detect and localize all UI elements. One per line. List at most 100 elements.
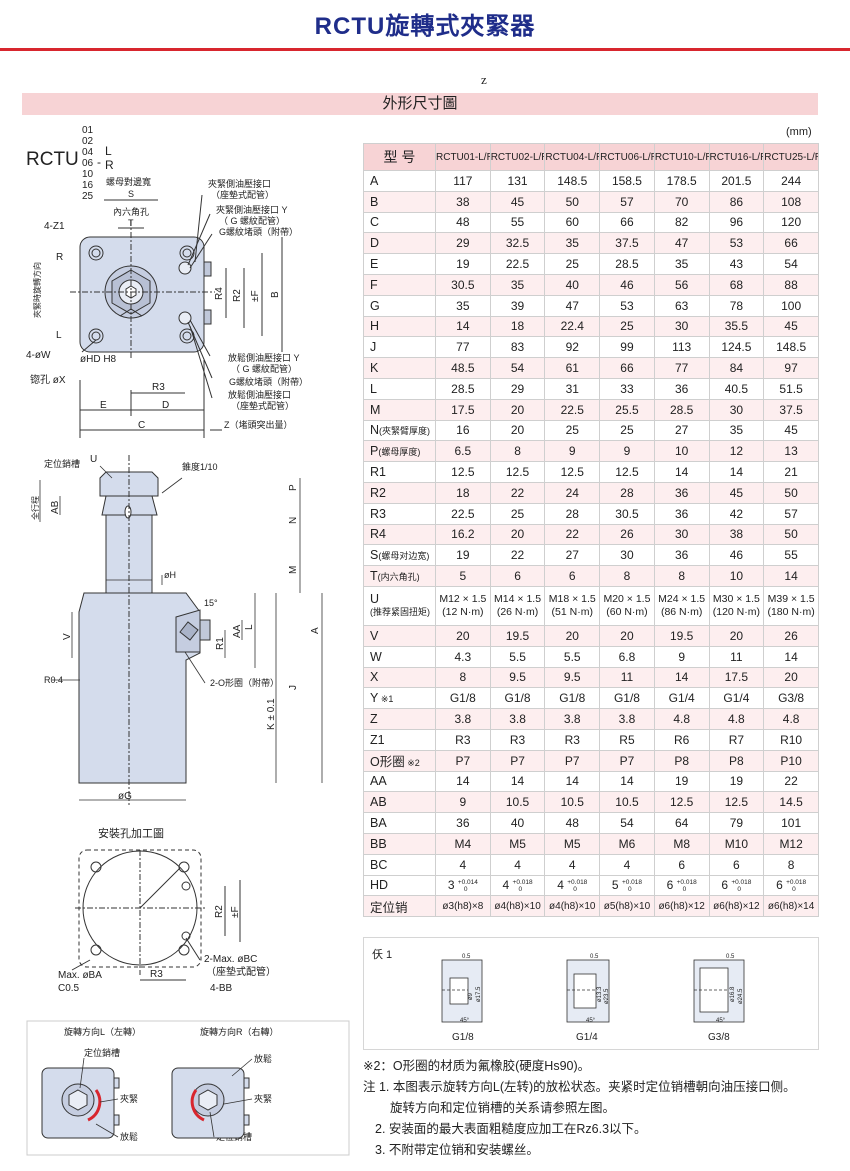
row-label: N(夾緊臂厚度) <box>363 419 436 442</box>
table-cell: M4 <box>435 832 491 855</box>
thread-details: 0.5 0.5 0.5 45° 45° 45° ø9 ø17.5 ø13.3 ø… <box>441 954 745 1024</box>
svg-text:øHD H8: øHD H8 <box>80 354 117 365</box>
row-label: K <box>363 357 436 379</box>
table-cell: 31 <box>544 377 601 400</box>
table-cell: 50 <box>763 523 819 546</box>
table-cell: 25 <box>544 419 601 442</box>
row-label: BA <box>363 812 436 834</box>
table-cell: 9 <box>653 645 710 668</box>
table-cell: 30 <box>653 523 710 546</box>
top-view-labels: 螺母對邊寬 S 內六角孔 T 夾緊側油壓接口 （座墊式配管） 夾緊側油壓接口 Y… <box>26 176 308 431</box>
table-cell: 158.5 <box>599 170 655 192</box>
table-cell: 25.5 <box>599 398 655 421</box>
table-cell: M12 <box>763 832 819 855</box>
thread-detail-box: 仸 1 0.5 0.5 0.5 45° 45° 45° ø9 ø17.5 ø13… <box>363 937 819 1050</box>
table-cell: ø3(h8)×8 <box>435 895 491 918</box>
table-cell: 12.5 <box>653 791 710 814</box>
table-cell: 117 <box>435 170 491 192</box>
table-corner: 型 号 <box>363 143 436 171</box>
table-cell: M8 <box>653 832 710 855</box>
table-cell: 86 <box>708 190 765 213</box>
model-col: RCTU06-L/R <box>599 143 655 171</box>
table-cell: 11 <box>708 645 765 668</box>
table-cell: 51.5 <box>763 377 819 400</box>
row-label: X <box>363 666 436 689</box>
svg-text:L: L <box>105 144 112 158</box>
table-cell: 12 <box>708 440 765 463</box>
table-cell: 54 <box>489 357 546 379</box>
svg-text:M: M <box>288 566 299 574</box>
table-cell: 22 <box>489 481 546 504</box>
rotation-diagrams <box>41 1067 250 1139</box>
svg-text:錐度1/10: 錐度1/10 <box>182 461 218 472</box>
table-cell: G1/8 <box>599 687 655 710</box>
row-label: AA <box>363 770 436 793</box>
row-label: V <box>363 624 436 647</box>
detail-caption: G3/8 <box>708 1032 730 1043</box>
table-cell: P7 <box>544 749 601 772</box>
table-cell: 27 <box>544 544 601 567</box>
table-cell: R3 <box>544 728 601 751</box>
table-cell: 4 <box>544 853 601 876</box>
detail-label: 仸 1 <box>372 949 393 961</box>
table-cell: 46 <box>708 544 765 567</box>
side-view-labels: 定位銷槽 U 錐度1/10 øH 15° R0.4 2-O形圈（附帶） øG <box>44 454 279 802</box>
svg-text:±F: ±F <box>250 290 261 302</box>
table-cell: M12 × 1.5(12 N·m) <box>435 585 491 626</box>
table-cell: 12.5 <box>489 461 546 483</box>
svg-text:45°: 45° <box>716 1018 726 1024</box>
table-cell: 22.5 <box>544 398 601 421</box>
svg-text:Z（堵頭突出量）: Z（堵頭突出量） <box>224 419 293 430</box>
table-cell: 14 <box>763 565 819 587</box>
table-cell: M39 × 1.5(180 N·m) <box>763 585 819 626</box>
svg-text:（座墊式配管）: （座墊式配管） <box>231 400 294 411</box>
table-cell: 53 <box>708 232 765 255</box>
row-label: 定位销 <box>363 895 436 918</box>
row-label: T(内六角孔) <box>363 565 436 587</box>
row-label: A <box>363 170 436 192</box>
table-cell: 96 <box>708 211 765 234</box>
svg-text:D: D <box>162 400 169 411</box>
table-cell: 244 <box>763 170 819 192</box>
svg-text:2-Max. øBC: 2-Max. øBC <box>204 954 257 965</box>
row-label: BB <box>363 832 436 855</box>
table-cell: 29 <box>435 232 491 255</box>
svg-text:45°: 45° <box>460 1018 470 1024</box>
svg-text:04: 04 <box>82 147 94 158</box>
row-label: L <box>363 377 436 400</box>
svg-text:R: R <box>105 158 114 172</box>
note-line: 旋转方向和定位销槽的关系请参照左图。 <box>390 1101 616 1115</box>
table-cell: 9 <box>599 440 655 463</box>
table-cell: 40 <box>544 273 601 296</box>
row-label: AB <box>363 791 436 814</box>
table-cell: 14 <box>435 770 491 793</box>
table-cell: 10.5 <box>599 791 655 814</box>
table-cell: 55 <box>763 544 819 567</box>
table-cell: 113 <box>653 336 710 359</box>
table-cell: 45 <box>708 481 765 504</box>
table-cell: 148.5 <box>544 170 601 192</box>
table-cell: 97 <box>763 357 819 379</box>
note-line: 3. 不附带定位销和安装螺丝。 <box>375 1143 539 1157</box>
svg-text:0.5: 0.5 <box>726 954 735 960</box>
table-cell: 3.8 <box>544 708 601 730</box>
table-cell: 66 <box>599 211 655 234</box>
svg-text:J: J <box>288 685 299 690</box>
table-cell: 6.5 <box>435 440 491 463</box>
svg-text:內六角孔: 內六角孔 <box>113 206 149 217</box>
svg-text:25: 25 <box>82 191 94 202</box>
table-cell: 8 <box>489 440 546 463</box>
table-cell: 20 <box>544 624 601 647</box>
row-label: S(螺母对边宽) <box>363 544 436 567</box>
